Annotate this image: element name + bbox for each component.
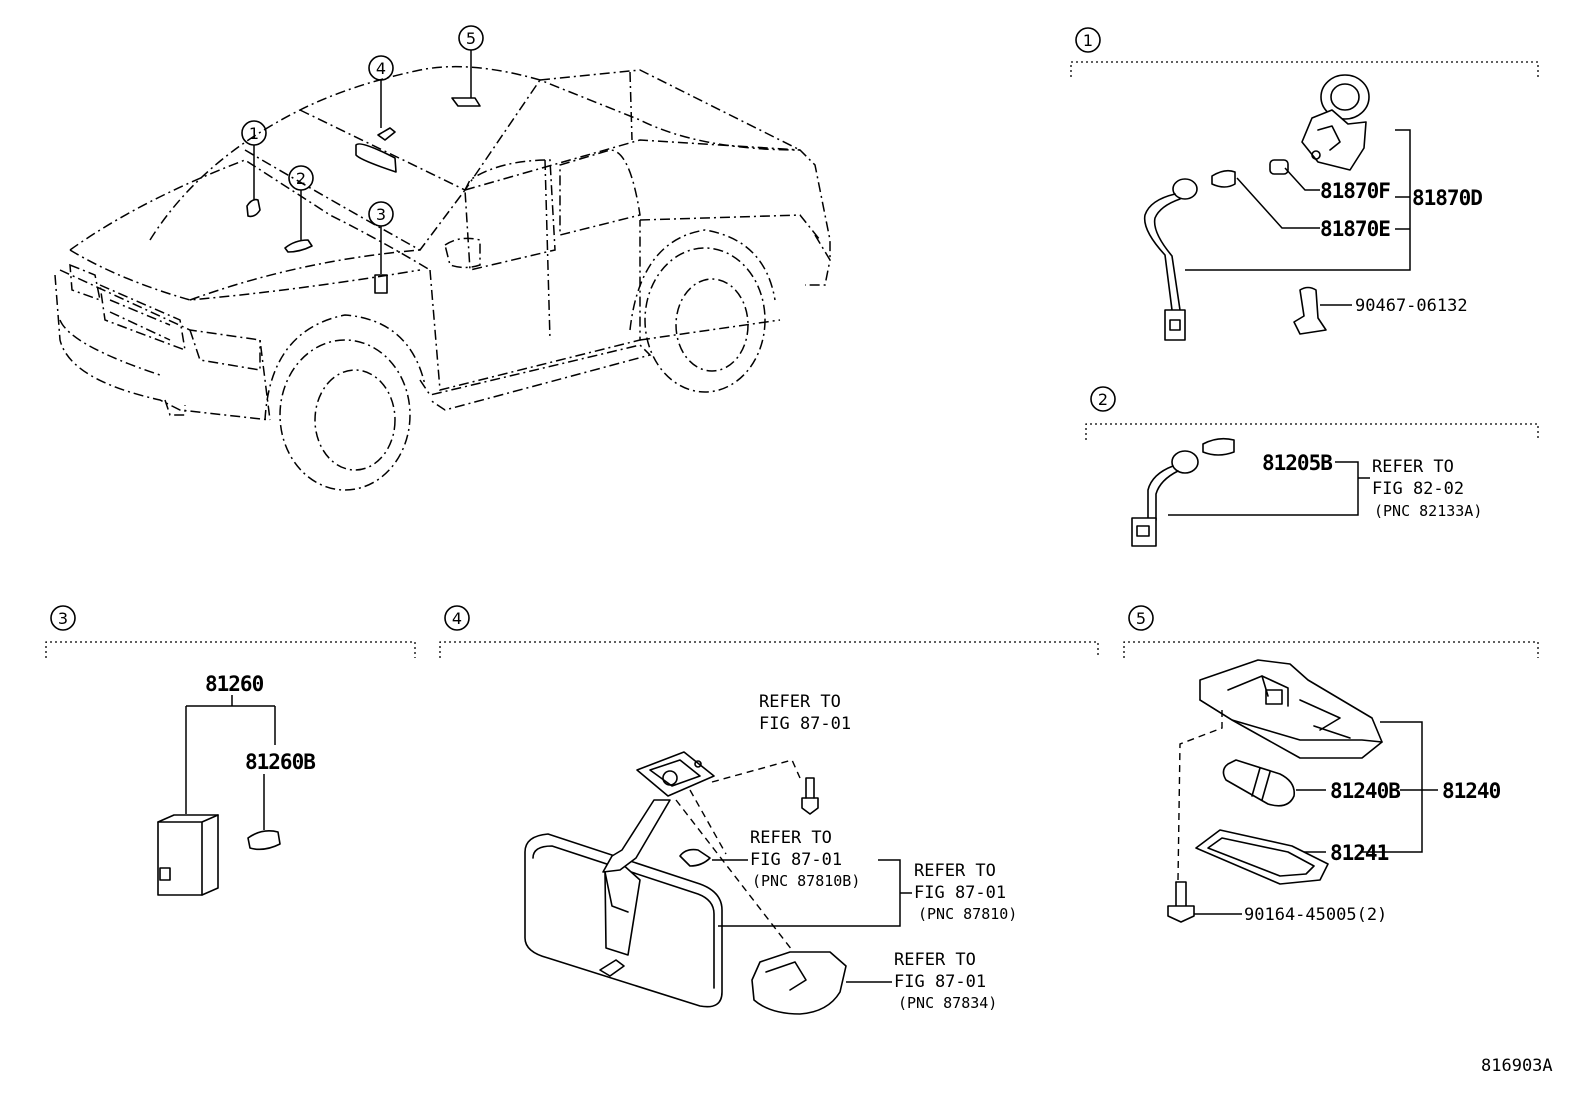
lamp-unit-81260 — [157, 814, 219, 896]
svg-text:81240: 81240 — [1442, 779, 1501, 803]
svg-text:81240B: 81240B — [1330, 779, 1400, 803]
svg-text:81260B: 81260B — [245, 750, 315, 774]
svg-text:(PNC 87834): (PNC 87834) — [898, 994, 997, 1012]
bulb-81205B — [1202, 437, 1235, 456]
bulb-81870E — [1211, 169, 1236, 188]
callout-3: 3 — [368, 201, 394, 274]
screw-90164 — [1167, 881, 1195, 923]
bulb-81240B — [1222, 759, 1296, 807]
svg-text:4: 4 — [452, 609, 462, 628]
screw-4 — [801, 777, 819, 815]
svg-text:81205B: 81205B — [1262, 451, 1332, 475]
section-5: 5 81 — [1123, 605, 1539, 925]
truck-illustration: 1 2 3 4 5 — [54, 25, 831, 491]
svg-text:(PNC 87810B): (PNC 87810B) — [752, 872, 860, 890]
marker-lamp-5 — [451, 97, 481, 107]
svg-text:FIG 87-01: FIG 87-01 — [914, 883, 1006, 903]
figure-id: 816903A — [1481, 1056, 1553, 1076]
socket-harness-2 — [1131, 450, 1199, 547]
svg-text:(PNC 82133A): (PNC 82133A) — [1374, 502, 1482, 520]
svg-text:REFER TO: REFER TO — [750, 828, 832, 848]
svg-text:FIG 82-02: FIG 82-02 — [1372, 479, 1464, 499]
section-3: 3 81260 81260B — [45, 605, 416, 896]
svg-text:(PNC 87810): (PNC 87810) — [918, 905, 1017, 923]
svg-text:3: 3 — [376, 205, 386, 224]
svg-text:REFER TO: REFER TO — [1372, 457, 1454, 477]
lamp-housing-81240 — [1199, 659, 1383, 759]
harness-81870D — [1143, 178, 1198, 341]
svg-text:2: 2 — [1098, 390, 1108, 409]
bulb-87810B — [679, 848, 711, 867]
section-4: 4 — [439, 605, 1099, 1015]
section-1: 1 — [1070, 27, 1539, 341]
svg-text:90467-06132: 90467-06132 — [1355, 296, 1468, 316]
svg-text:FIG 87-01: FIG 87-01 — [750, 850, 842, 870]
svg-text:81870F: 81870F — [1320, 179, 1390, 203]
svg-text:4: 4 — [376, 59, 386, 78]
svg-text:81870D: 81870D — [1412, 186, 1482, 210]
socket-bracket-81870D — [1301, 74, 1370, 171]
svg-text:2: 2 — [296, 169, 306, 188]
callout-5: 5 — [458, 25, 484, 98]
svg-text:5: 5 — [1136, 609, 1146, 628]
svg-text:81241: 81241 — [1330, 841, 1389, 865]
section-2: 2 81205B REFER TO FIG 82-02 (PNC 82133A) — [1085, 386, 1539, 547]
marker-lamp-1 — [246, 198, 261, 218]
callout-2: 2 — [288, 165, 314, 240]
marker-lamp-3 — [374, 274, 388, 294]
svg-text:81870E: 81870E — [1320, 217, 1390, 241]
rear-view-mirror — [524, 751, 723, 1008]
svg-text:90164-45005(2): 90164-45005(2) — [1244, 905, 1387, 925]
svg-text:FIG 87-01: FIG 87-01 — [894, 972, 986, 992]
svg-text:5: 5 — [466, 29, 476, 48]
svg-text:81260: 81260 — [205, 672, 264, 696]
svg-text:REFER TO: REFER TO — [759, 692, 841, 712]
marker-lamp-2 — [284, 239, 313, 253]
callout-4: 4 — [368, 55, 394, 128]
svg-text:FIG 87-01: FIG 87-01 — [759, 714, 851, 734]
svg-text:1: 1 — [249, 124, 259, 143]
lens-81241 — [1195, 829, 1329, 885]
marker-lamp-4 — [377, 127, 396, 141]
mirror-cover-87834 — [751, 951, 847, 1015]
bulb-81870F — [1269, 159, 1289, 175]
callout-1: 1 — [241, 120, 267, 200]
svg-text:1: 1 — [1083, 31, 1093, 50]
clip-90467-06132 — [1293, 286, 1327, 335]
svg-text:3: 3 — [58, 609, 68, 628]
svg-text:REFER TO: REFER TO — [914, 861, 996, 881]
bulb-81260B — [247, 830, 281, 851]
svg-text:REFER TO: REFER TO — [894, 950, 976, 970]
marker-mirror-4 — [355, 143, 397, 173]
